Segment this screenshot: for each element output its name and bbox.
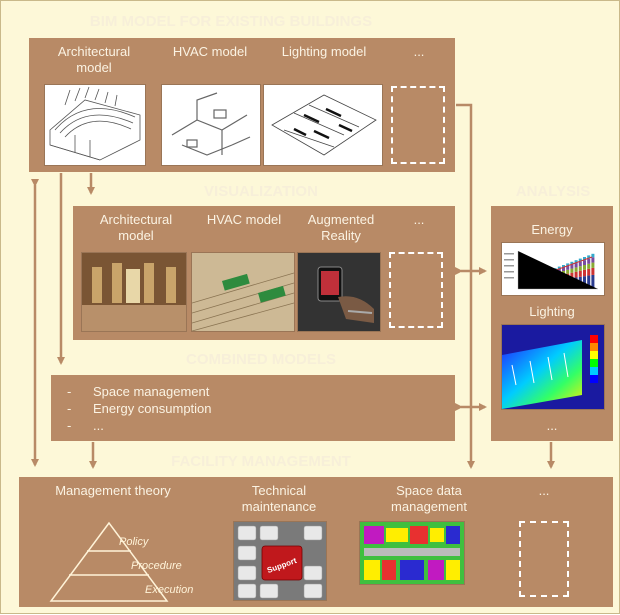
bim-label-hvac: HVAC model — [172, 44, 248, 59]
energy-thumb-bar — [587, 275, 591, 289]
bim-model-box: Architectural model HVAC model Lighting … — [29, 38, 455, 172]
analysis-label-lighting: Lighting — [529, 304, 575, 319]
energy-thumb-bar — [574, 263, 578, 268]
management-pyramid: Policy Procedure Execution — [49, 521, 193, 602]
energy-thumb-bar — [583, 265, 586, 270]
architectural-render-image — [81, 252, 187, 332]
augmented-reality-image — [297, 252, 381, 332]
arrow-bim-to-fm-right — [456, 103, 475, 469]
energy-thumb-bar — [587, 268, 591, 276]
architectural-model-image — [44, 84, 146, 166]
energy-thumb-bar — [591, 267, 595, 275]
analysis-box: Energy Lighting — [491, 206, 613, 441]
energy-thumb-bar — [578, 261, 582, 267]
pyramid-level-procedure: Procedure — [131, 560, 182, 572]
list-item: -... — [67, 418, 104, 433]
bim-label-architectural: Architectural model — [57, 44, 131, 75]
energy-thumb-bar — [574, 267, 578, 272]
visualization-box: Architectural model HVAC model Augmented… — [73, 206, 455, 340]
energy-thumb-bar — [583, 257, 586, 261]
energy-thumb-bar — [566, 265, 570, 270]
vis-label-augmented-reality: Augmented Reality — [307, 212, 375, 243]
combined-title: COMBINED MODELS — [186, 351, 336, 368]
bim-placeholder — [391, 86, 445, 164]
fm-label-technical-maintenance: Technical maintenance — [241, 483, 317, 514]
bim-title: BIM MODEL FOR EXISTING BUILDINGS — [89, 13, 373, 30]
space-data-plan-image — [359, 521, 465, 585]
energy-chart-image — [501, 242, 605, 296]
energy-thumb-bar — [578, 258, 582, 262]
analysis-label-energy: Energy — [531, 222, 573, 237]
fm-label-more: ... — [538, 483, 550, 498]
bim-label-lighting: Lighting model — [281, 44, 367, 59]
energy-thumb-bar — [591, 253, 595, 258]
energy-thumb-bar — [574, 271, 578, 278]
energy-thumb-bar — [574, 260, 578, 264]
energy-thumb-bar — [583, 260, 586, 265]
facility-management-box: Management theory Technical maintenance … — [19, 477, 613, 607]
hvac-model-image — [161, 84, 261, 166]
combined-models-box: -Space management -Energy consumption -.… — [51, 375, 455, 441]
energy-thumb-bar — [562, 265, 565, 268]
energy-thumb-bar — [570, 272, 574, 279]
list-item: -Energy consumption — [67, 401, 212, 416]
vis-label-more: ... — [413, 212, 425, 227]
combined-models-list: -Space management -Energy consumption -.… — [67, 383, 212, 434]
fm-title: FACILITY MANAGEMENT — [171, 453, 351, 470]
energy-thumb-bar — [583, 269, 586, 277]
fm-label-management-theory: Management theory — [55, 483, 171, 498]
bim-label-more: ... — [413, 44, 425, 59]
analysis-label-more: ... — [546, 418, 558, 433]
hvac-render-image — [191, 252, 295, 332]
vis-label-hvac: HVAC model — [206, 212, 282, 227]
visualization-placeholder — [389, 252, 443, 328]
energy-thumb-bar — [570, 261, 574, 265]
vis-label-architectural: Architectural model — [99, 212, 173, 243]
energy-thumb-bar — [557, 268, 561, 273]
energy-thumb-bar — [591, 262, 595, 268]
energy-thumb-bar — [566, 263, 570, 266]
energy-thumb-bar — [566, 269, 570, 274]
energy-thumb-bar — [570, 268, 574, 273]
keyboard-support-image: Support — [233, 521, 327, 601]
lighting-analysis-image — [501, 324, 605, 410]
list-item: -Space management — [67, 384, 210, 399]
energy-thumb-bar — [587, 258, 591, 264]
energy-thumb-bar — [570, 264, 574, 269]
visualization-title: VISUALIZATION — [204, 183, 318, 200]
energy-thumb-bar — [562, 267, 565, 271]
energy-thumb-bar — [578, 270, 582, 277]
analysis-title: ANALYSIS — [515, 183, 591, 200]
pyramid-level-execution: Execution — [145, 584, 193, 596]
energy-thumb-bar — [591, 274, 595, 289]
energy-thumb-bar — [557, 266, 561, 269]
energy-thumb-bar — [578, 266, 582, 271]
lighting-model-image — [263, 84, 383, 166]
energy-thumb-bar — [591, 257, 595, 263]
energy-thumb-bar — [587, 263, 591, 269]
fm-label-space-data: Space data management — [391, 483, 467, 514]
pyramid-level-policy: Policy — [119, 536, 150, 548]
fm-placeholder — [519, 521, 569, 597]
energy-thumb-bar — [587, 255, 591, 259]
